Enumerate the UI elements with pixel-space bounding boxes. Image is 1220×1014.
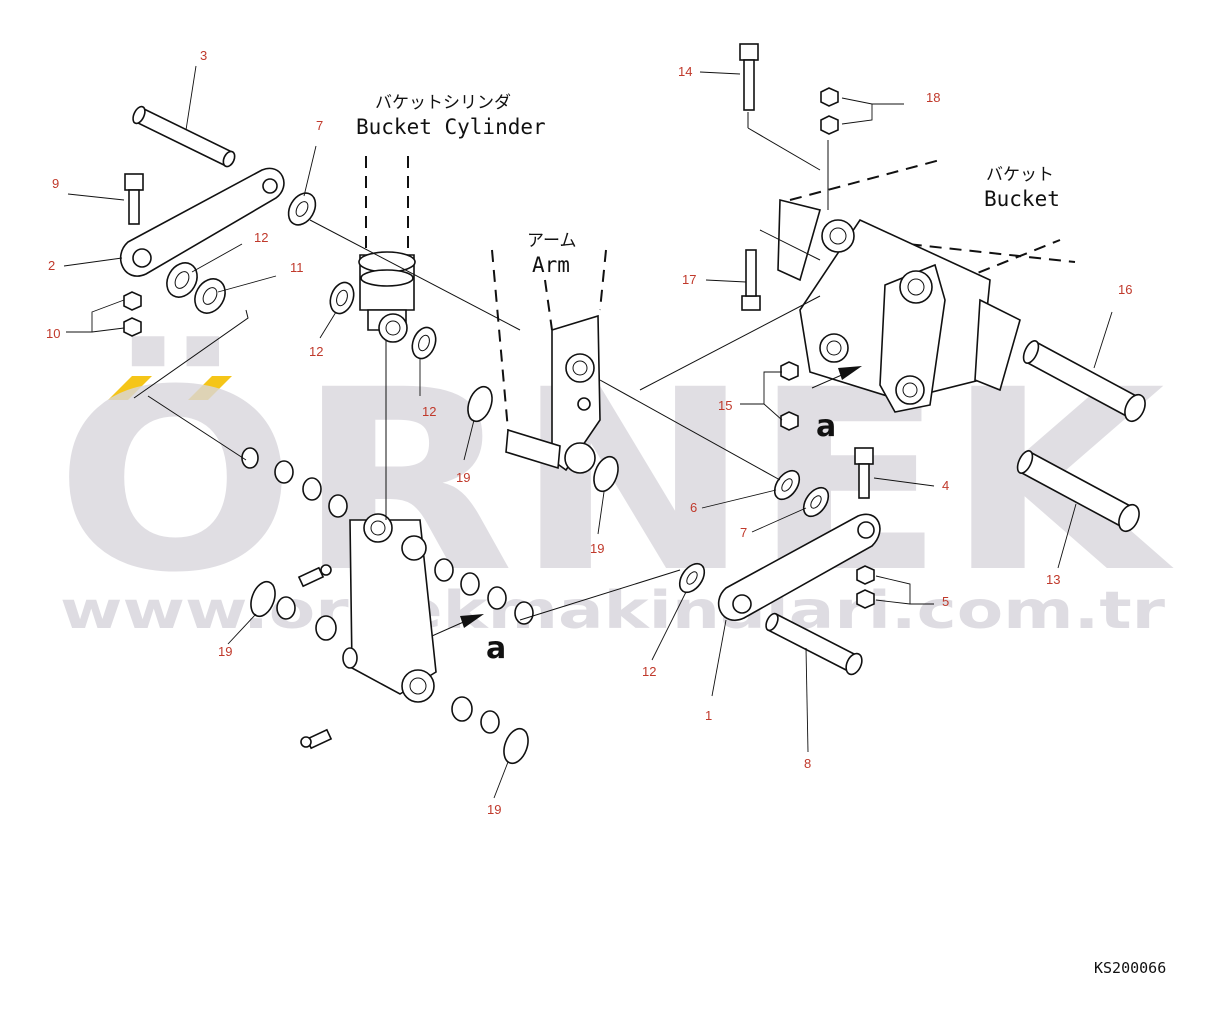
bushing-chain-lower <box>276 558 534 734</box>
bushing-chain-upper <box>241 447 348 518</box>
shim-part-12-c <box>411 326 437 360</box>
oring-part-19-c <box>250 580 276 618</box>
oring-part-19-d <box>503 727 529 765</box>
nuts-part-18 <box>820 87 839 135</box>
arrow-a-right <box>811 366 862 389</box>
bolt-part-17 <box>741 249 761 311</box>
callout-19-d: 19 <box>487 802 501 817</box>
callout-19-b: 19 <box>590 541 604 556</box>
component-labels: バケットシリンダ Bucket Cylinder アーム Arm バケット Bu… <box>356 93 1166 977</box>
link-part-1 <box>717 513 881 621</box>
callout-15: 15 <box>718 398 732 413</box>
shim-part-12-a <box>166 262 198 298</box>
assembly-guide-lines <box>133 112 829 621</box>
center-link <box>342 513 437 703</box>
callout-1: 1 <box>705 708 712 723</box>
nuts-part-15 <box>780 361 799 431</box>
callout-4: 4 <box>942 478 949 493</box>
callout-14: 14 <box>678 64 692 79</box>
watermark-accent-right <box>188 376 232 400</box>
washer-part-12-d <box>678 562 706 594</box>
bolt-part-9 <box>124 173 144 225</box>
callouts: 3 9 2 12 11 10 7 12 12 19 14 18 17 15 16… <box>46 48 1132 817</box>
grease-fitting-upper <box>297 564 332 588</box>
callout-19-c: 19 <box>218 644 232 659</box>
callout-17: 17 <box>682 272 696 287</box>
callout-18: 18 <box>926 90 940 105</box>
pin-part-8 <box>765 612 863 676</box>
callout-12-d: 12 <box>642 664 656 679</box>
shim-part-11 <box>194 278 226 314</box>
label-arm-jp: アーム <box>527 231 576 251</box>
pin-part-3 <box>132 105 236 168</box>
nuts-part-10 <box>123 291 142 337</box>
label-bucket-cylinder-jp: バケットシリンダ <box>375 93 511 113</box>
marker-a-left: a <box>486 631 506 666</box>
callout-8: 8 <box>804 756 811 771</box>
bucket-cylinder <box>358 156 416 343</box>
callout-7-top: 7 <box>316 118 323 133</box>
callout-19-a: 19 <box>456 470 470 485</box>
label-bucket-cylinder-en: Bucket Cylinder <box>356 115 546 139</box>
label-bucket-jp: バケット <box>986 165 1054 185</box>
arm <box>491 249 607 474</box>
drawing-code: KS200066 <box>1094 959 1166 977</box>
bucket-body <box>777 159 1076 413</box>
label-arm-en: Arm <box>532 253 570 277</box>
shim-part-12-b <box>329 281 355 315</box>
leader-lines <box>63 65 1113 799</box>
shim-part-7-top <box>287 192 317 226</box>
callout-7-mid: 7 <box>740 525 747 540</box>
washer-part-7 <box>802 486 830 518</box>
link-part-2 <box>119 167 285 277</box>
callout-12-a: 12 <box>254 230 268 245</box>
callout-3: 3 <box>200 48 207 63</box>
oring-part-19-b <box>593 455 619 493</box>
callout-6: 6 <box>690 500 697 515</box>
watermark-url: www.ornekmakinalari.com.tr <box>60 581 1165 641</box>
drawing <box>63 43 1146 799</box>
callout-10: 10 <box>46 326 60 341</box>
callout-12-c: 12 <box>422 404 436 419</box>
callout-9: 9 <box>52 176 59 191</box>
watermark: ÖRNEK www.ornekmakinalari.com.tr <box>55 336 1174 641</box>
callout-16: 16 <box>1118 282 1132 297</box>
callout-2: 2 <box>48 258 55 273</box>
arrow-a-left <box>431 614 484 637</box>
callout-11: 11 <box>290 260 304 275</box>
bolt-part-4 <box>854 447 874 499</box>
pin-part-13 <box>1016 450 1140 533</box>
callout-13: 13 <box>1046 572 1060 587</box>
callout-5: 5 <box>942 594 949 609</box>
nuts-part-5 <box>856 565 875 609</box>
bolt-part-14 <box>739 43 759 111</box>
grease-fitting-lower <box>300 728 333 750</box>
marker-a-right: a <box>816 409 836 444</box>
callout-12-b: 12 <box>309 344 323 359</box>
label-bucket-en: Bucket <box>984 187 1060 211</box>
watermark-accent-left <box>108 376 152 400</box>
pin-part-16 <box>1022 340 1146 423</box>
